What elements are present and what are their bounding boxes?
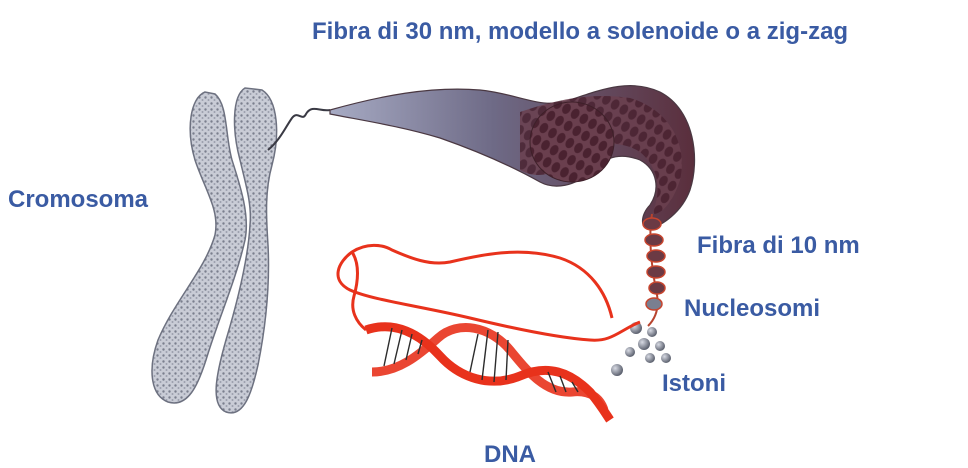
fiber-10nm (643, 214, 665, 326)
helix-strand-b (372, 328, 604, 410)
fiber-30nm (330, 86, 695, 229)
dna (338, 245, 640, 420)
label-dna: DNA (484, 443, 536, 467)
label-fibra-10nm: Fibra di 10 nm (697, 234, 860, 258)
helix-strand-a (366, 327, 610, 420)
label-cromosoma: Cromosoma (8, 188, 148, 212)
label-fibra-30nm: Fibra di 30 nm, modello a solenoide o a … (312, 20, 848, 44)
label-istoni: Istoni (662, 372, 726, 396)
label-nucleosomi: Nucleosomi (684, 297, 820, 321)
histones (611, 322, 671, 376)
chromosome (152, 88, 277, 413)
